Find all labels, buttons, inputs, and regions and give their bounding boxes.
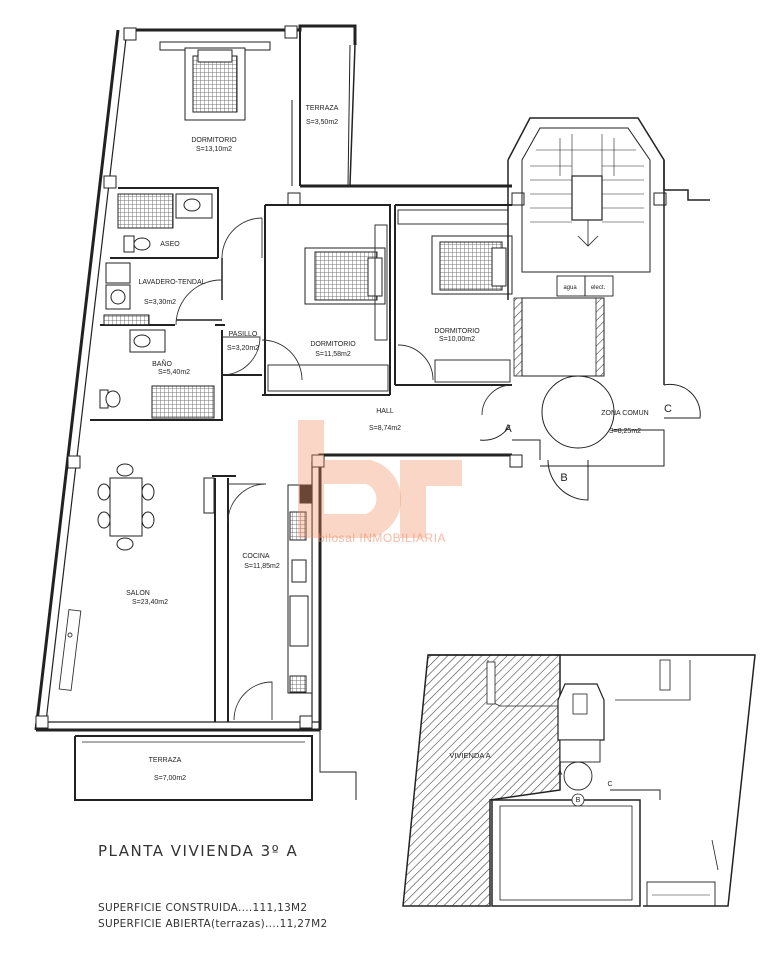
room-area-dorm2: S=11,58m2: [315, 351, 351, 358]
bano-fixtures: [99, 329, 215, 419]
terraza-top: [291, 44, 351, 187]
room-area-pasillo: S=3,20m2: [227, 345, 259, 352]
room-name-terr1: TERRAZA: [306, 105, 339, 112]
room-area-dorm1: S=13,10m2: [196, 146, 232, 153]
watermark-logo: [298, 420, 462, 538]
label-agua: agua: [563, 285, 577, 291]
bed-dormitorio-2: [304, 247, 386, 305]
room-area-bano: S=5,40m2: [158, 369, 190, 376]
key-plan-labels: VIVIENDA A A B C: [449, 751, 612, 804]
keyplan-letter-a: A: [558, 770, 563, 777]
terraza-bottom: [74, 730, 357, 801]
key-plan: [402, 654, 756, 907]
kitchen-unit: [203, 477, 215, 514]
room-area-salon: S=23,40m2: [132, 599, 168, 606]
door-letter-a: A: [504, 423, 512, 435]
bed-dormitorio-1: [159, 41, 271, 121]
room-name-bano: BAÑO: [152, 359, 172, 368]
room-area-cocina: S=11,85m2: [244, 563, 280, 570]
room-name-terr2: TERRAZA: [149, 757, 182, 764]
keyplan-letter-b: B: [576, 797, 581, 804]
label-elect: elect.: [591, 285, 606, 291]
room-area-terr1: S=3,50m2: [306, 119, 338, 126]
room-name-pasillo: PASILLO: [229, 331, 258, 338]
outer-walls: [34, 24, 512, 732]
keyplan-letter-c: C: [607, 781, 612, 788]
door-letter-c: C: [664, 403, 672, 415]
room-name-aseo: ASEO: [160, 241, 180, 248]
room-name-salon: SALON: [126, 590, 150, 597]
room-area-zona-comun: S=8,25m2: [609, 428, 641, 435]
room-area-terr2: S=7,00m2: [154, 775, 186, 782]
room-name-dorm2: DORMITORIO: [310, 341, 356, 348]
room-name-dorm3: DORMITORIO: [434, 328, 480, 335]
door-letter-b: B: [560, 472, 567, 484]
plan-caption: PLANTA VIVIENDA 3º A: [98, 842, 299, 860]
room-name-dorm1: DORMITORIO: [191, 137, 237, 144]
watermark-text: bilosal INMOBILIARIA: [318, 531, 447, 545]
door-swings: [175, 217, 513, 721]
room-name-zona-comun: ZONA COMUN: [601, 410, 648, 417]
room-area-dorm3: S=10,00m2: [439, 336, 475, 343]
surface-open: SUPERFICIE ABIERTA(terrazas)....11,27M2: [98, 918, 328, 930]
zona-comun: [479, 375, 701, 501]
keyplan-label: VIVIENDA A: [449, 751, 490, 760]
wall-columns: [35, 25, 667, 729]
room-name-hall: HALL: [376, 408, 394, 415]
stair-core: [507, 117, 710, 385]
kitchen-counter: [287, 484, 313, 694]
room-labels: DORMITORIO S=13,10m2 TERRAZA S=3,50m2 AS…: [126, 105, 672, 782]
room-name-lavadero: LAVADERO-TENDAL: [138, 279, 205, 286]
bed-dormitorio-3: [431, 235, 513, 295]
pasillo-walls: [176, 258, 223, 321]
lavadero-fixtures: [103, 262, 150, 326]
dining-set: [97, 463, 155, 551]
room-name-cocina: COCINA: [242, 553, 270, 560]
room-area-hall: S=8,74m2: [369, 425, 401, 432]
surface-built: SUPERFICIE CONSTRUIDA....111,13M2: [98, 902, 308, 914]
salon-window-element: [58, 609, 82, 691]
room-area-lavadero: S=3,30m2: [144, 299, 176, 306]
aseo-fixtures: [117, 193, 213, 253]
